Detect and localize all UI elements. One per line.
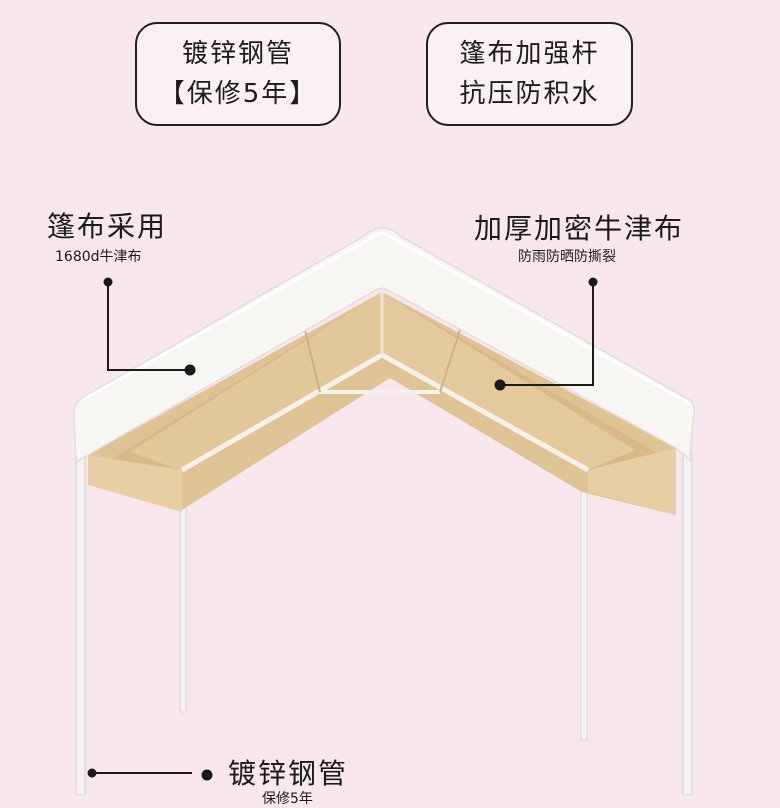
canopy-roof [73, 227, 695, 464]
badge-left-line1: 镀锌钢管 [181, 39, 294, 69]
canopy-underside [88, 292, 676, 515]
callout-leaders [87, 277, 598, 781]
callout-bottom-sub: 保修5年 [262, 791, 313, 807]
callout-right-title: 加厚加密牛津布 [474, 212, 685, 245]
callout-left-title: 篷布采用 [47, 210, 168, 243]
badge-right-line2: 抗压防积水 [459, 79, 600, 109]
callout-left-sub: 1680d牛津布 [55, 249, 142, 265]
callout-right-sub: 防雨防晒防撕裂 [518, 249, 616, 265]
callout-bottom-title: 镀锌钢管 [228, 757, 349, 790]
badge-right-line1: 篷布加强杆 [459, 39, 600, 69]
galvanized-pipe-badge: 镀锌钢管 【保修5年】 [135, 22, 341, 126]
badge-left-line2: 【保修5年】 [158, 79, 318, 109]
reinforcement-rod-badge: 篷布加强杆 抗压防积水 [426, 22, 633, 126]
